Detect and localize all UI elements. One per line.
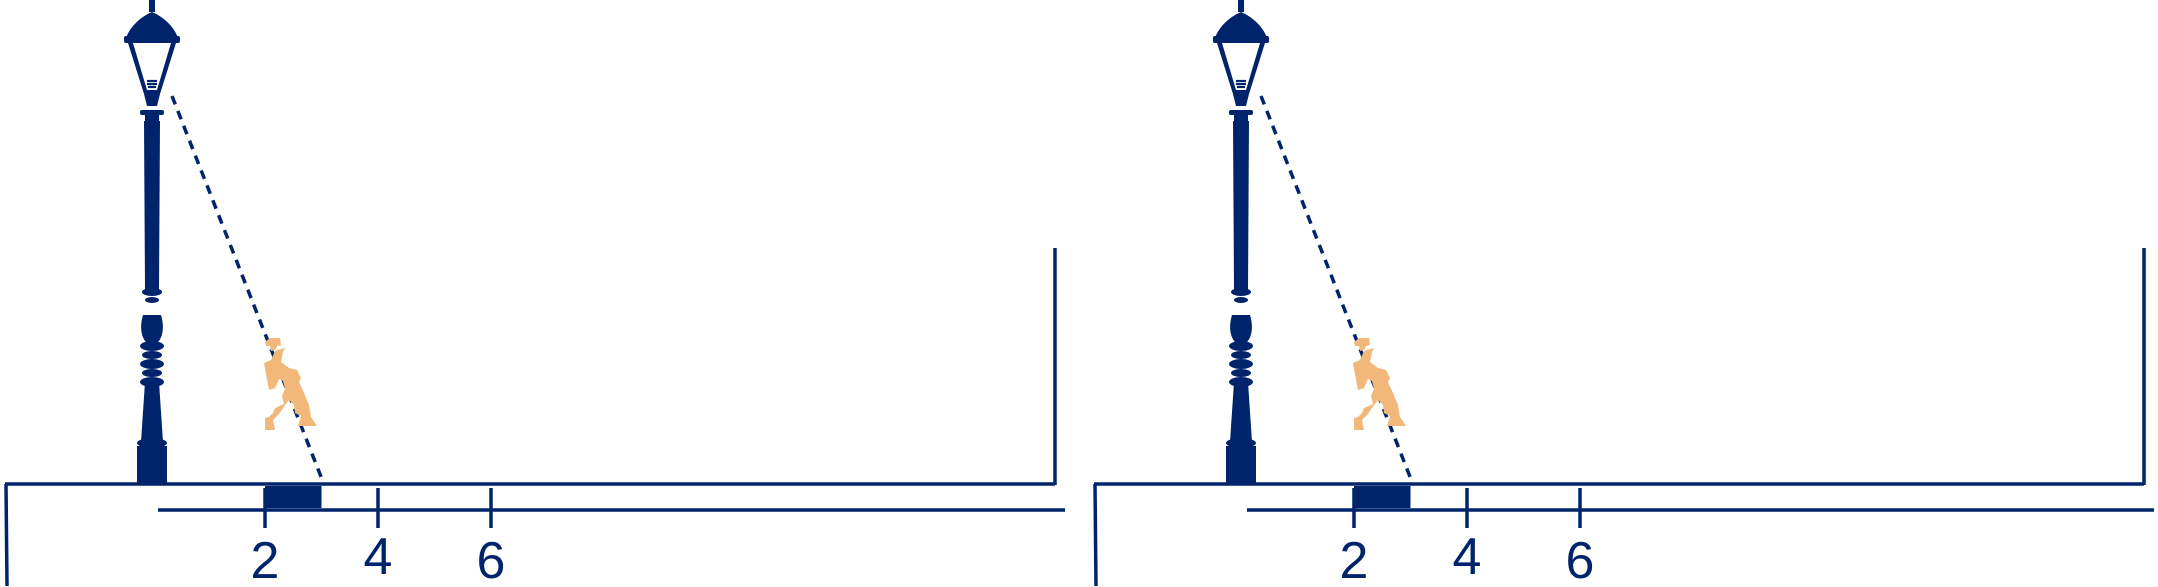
panel-left: 2 4 6: [4, 0, 1065, 587]
shadow-bar: [1354, 486, 1411, 508]
tick-labels: 2 4 6: [1340, 528, 1595, 587]
shadow-bar: [265, 486, 322, 508]
light-ray-dashed: [170, 95, 324, 479]
light-bulb-icon: [1230, 51, 1252, 89]
street-lamp-icon: [1213, 0, 1269, 485]
panel-right: 2 4 6: [1093, 0, 2154, 587]
street-lamp-icon: [124, 0, 180, 485]
tick-marks: [1352, 488, 1582, 528]
ground-left-edge: [4, 483, 9, 587]
tick-label-6: 6: [477, 532, 506, 587]
tick-marks: [263, 488, 493, 528]
tick-label-4: 4: [1453, 528, 1482, 586]
ground-left-edge: [1093, 483, 1098, 587]
light-ray-dashed: [1259, 95, 1413, 479]
tick-label-4: 4: [364, 528, 393, 586]
tick-labels: 2 4 6: [251, 528, 506, 587]
tick-label-6: 6: [1566, 532, 1595, 587]
tick-label-2: 2: [251, 532, 280, 587]
tick-label-2: 2: [1340, 532, 1369, 587]
light-bulb-icon: [141, 51, 163, 89]
